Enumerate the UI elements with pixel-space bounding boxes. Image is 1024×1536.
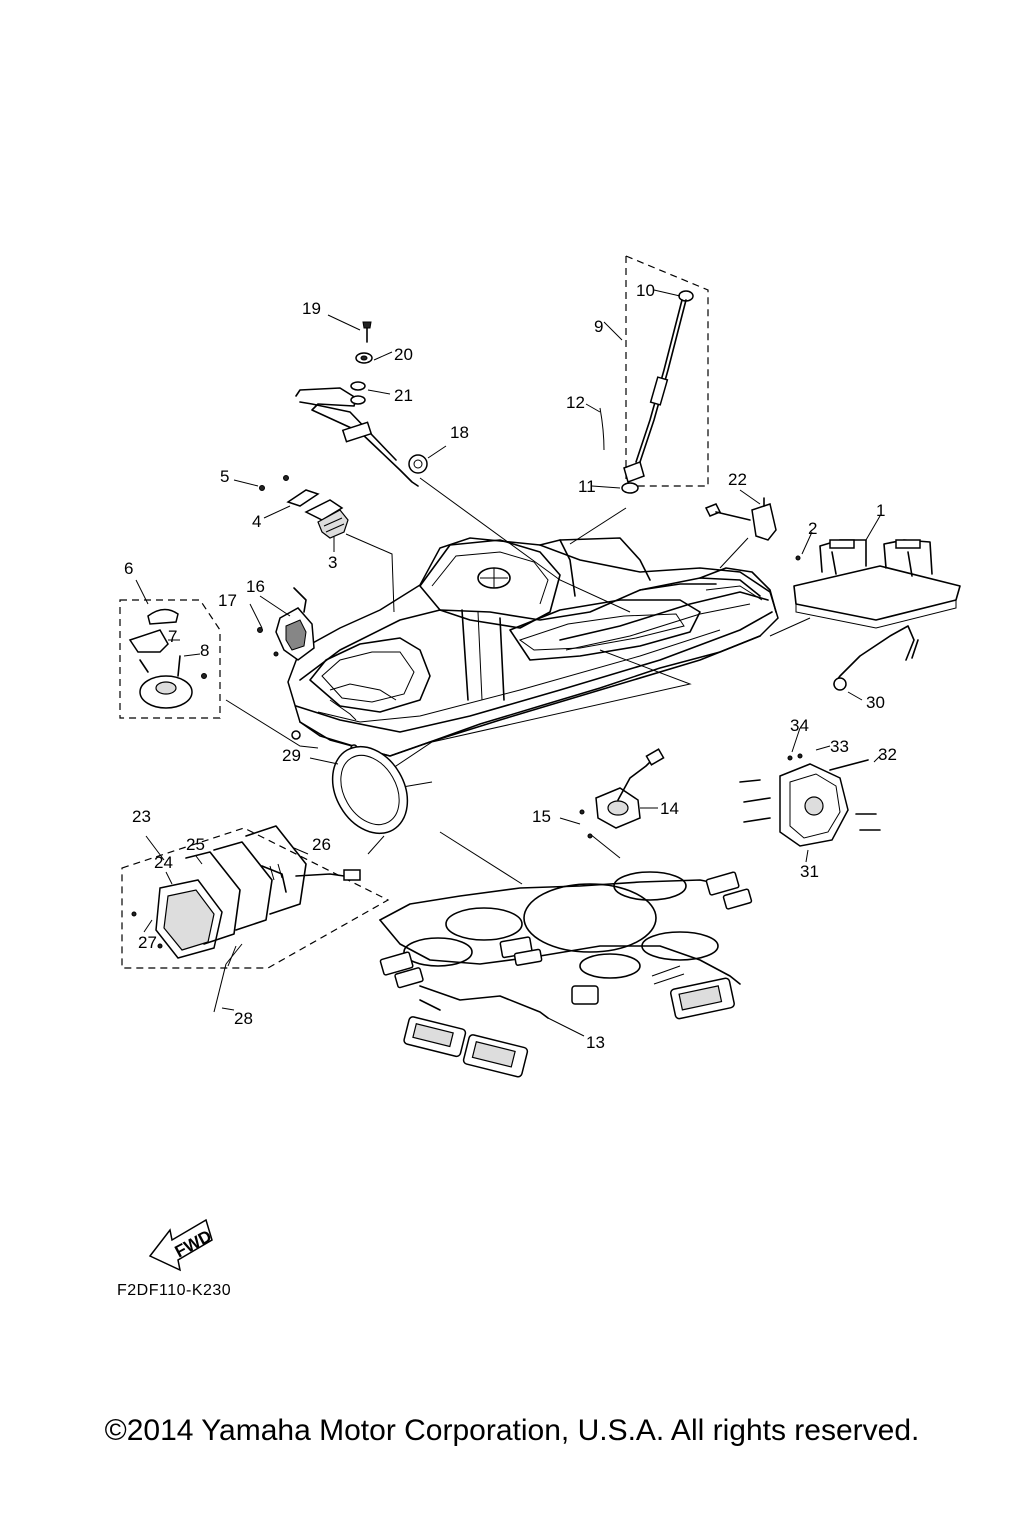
vent-assembly (233, 475, 349, 552)
boat-hull (287, 537, 779, 757)
label-part-2: 2 (808, 519, 817, 538)
diagram-reference-code: F2DF110-K230 (117, 1282, 232, 1299)
label-part-30: 30 (866, 693, 885, 712)
label-part-17: 17 (218, 591, 237, 610)
label-part-31: 31 (800, 862, 819, 881)
label-part-33: 33 (830, 737, 849, 756)
label-part-7: 7 (168, 627, 177, 646)
battery-tray (793, 515, 961, 629)
grab-rail-assembly (295, 314, 447, 487)
label-part-1: 1 (876, 501, 885, 520)
label-part-13: 13 (586, 1033, 605, 1052)
label-part-11: 11 (578, 477, 596, 496)
label-part-25: 25 (186, 835, 205, 854)
label-part-10: 10 (636, 281, 655, 300)
label-part-15: 15 (532, 807, 551, 826)
part-labels: 1 2 3 4 5 6 7 8 9 10 11 12 13 14 15 16 1… (124, 281, 897, 1052)
label-part-24: 24 (154, 853, 173, 872)
label-part-27: 27 (138, 933, 157, 952)
wire-harness-13 (379, 871, 753, 1078)
copyright-notice: ©2014 Yamaha Motor Corporation, U.S.A. A… (104, 1414, 920, 1447)
ring-part-29 (309, 745, 409, 835)
label-part-29: 29 (282, 746, 301, 765)
bracket-assembly-31 (739, 727, 883, 863)
label-part-8: 8 (200, 641, 209, 660)
label-part-12: 12 (566, 393, 585, 412)
hull-leader-lines (225, 477, 811, 885)
speaker-assembly (249, 587, 315, 661)
label-part-5: 5 (220, 467, 229, 486)
fwd-arrow-icon: FWD (148, 1218, 215, 1272)
cable-part-30 (833, 625, 919, 701)
label-part-34: 34 (790, 716, 809, 735)
label-part-3: 3 (328, 553, 337, 572)
label-part-23: 23 (132, 807, 151, 826)
label-part-18: 18 (450, 423, 469, 442)
sensor-part-22 (704, 489, 777, 541)
label-part-21: 21 (394, 386, 413, 405)
label-part-22: 22 (728, 470, 747, 489)
connector-plate-14 (559, 748, 665, 839)
label-part-4: 4 (252, 512, 261, 531)
antenna-group (585, 255, 709, 494)
label-part-16: 16 (246, 577, 265, 596)
label-part-28: 28 (234, 1009, 253, 1028)
hatch-assembly-group-23 (121, 825, 390, 1013)
label-part-32: 32 (878, 745, 897, 764)
label-part-20: 20 (394, 345, 413, 364)
label-part-9: 9 (594, 317, 603, 336)
label-part-19: 19 (302, 299, 321, 318)
label-part-14: 14 (660, 799, 679, 818)
label-part-26: 26 (312, 835, 331, 854)
label-part-6: 6 (124, 559, 133, 578)
filler-cap-group (119, 579, 221, 719)
